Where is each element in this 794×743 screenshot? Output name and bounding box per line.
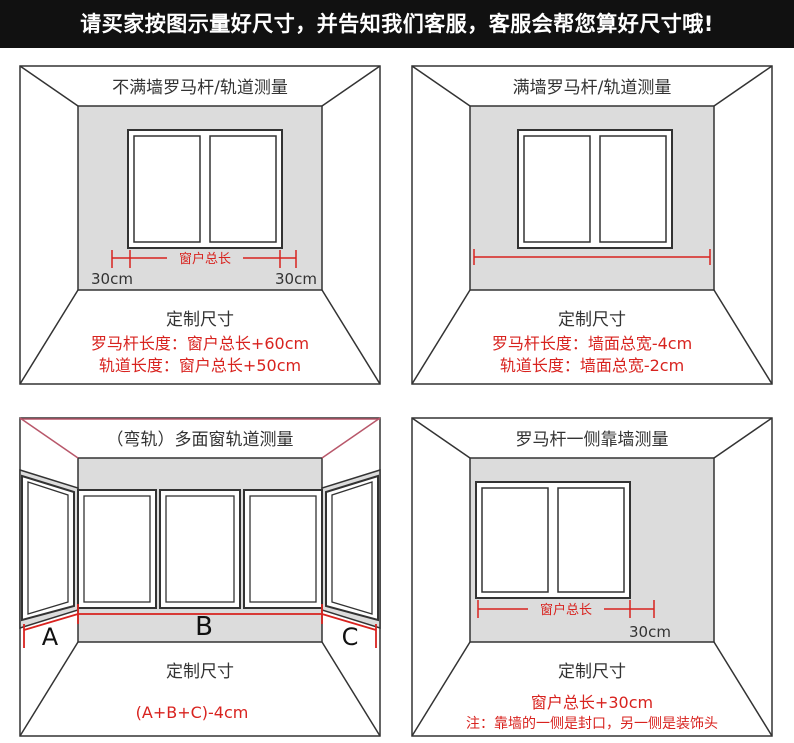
- label-b: B: [195, 612, 213, 642]
- spec-line-1: 窗户总长+30cm: [531, 693, 653, 712]
- spec-line-2: 注：靠墙的一侧是封口，另一侧是装饰头: [466, 716, 718, 732]
- ceiling-edge: [19, 417, 79, 459]
- measure-label: 窗户总长: [540, 602, 592, 618]
- spec-line-1: 罗马杆长度：窗户总长+60cm: [91, 334, 309, 353]
- section-title: 定制尺寸: [558, 310, 626, 330]
- label-a: A: [42, 623, 59, 651]
- panel-bay-window: （弯轨）多面窗轨道测量 A B C 定制尺寸 (A+B+C)-4cm: [19, 417, 381, 737]
- left-side-window: [21, 474, 75, 622]
- spec-line-2: 轨道长度：窗户总长+50cm: [99, 356, 301, 375]
- corner-line: [19, 641, 79, 737]
- panel-title: （弯轨）多面窗轨道测量: [107, 430, 294, 450]
- right-extra-label: 30cm: [629, 623, 671, 641]
- corner-line: [713, 641, 773, 737]
- corner-line: [321, 289, 381, 385]
- corner-line: [713, 289, 773, 385]
- banner-title: 请买家按图示量好尺寸，并告知我们客服，客服会帮您算好尺寸哦!: [0, 0, 794, 48]
- corner-line: [411, 641, 471, 737]
- right-extra-label: 30cm: [275, 270, 317, 288]
- spec-line-2: 轨道长度：墙面总宽-2cm: [500, 356, 684, 375]
- measure-label: 窗户总长: [179, 251, 231, 267]
- panel-title: 罗马杆一侧靠墙测量: [516, 430, 669, 450]
- corner-line: [411, 417, 471, 459]
- label-c: C: [342, 623, 359, 651]
- corner-line: [19, 65, 79, 107]
- section-title: 定制尺寸: [558, 662, 626, 682]
- panel-one-side-wall: 罗马杆一侧靠墙测量 窗户总长 30cm 定制尺寸 窗户总长+30cm 注：靠墙的…: [411, 417, 773, 737]
- spec-line-1: 罗马杆长度：墙面总宽-4cm: [492, 334, 692, 353]
- panel-full-wall: 满墙罗马杆/轨道测量 定制尺寸 罗马杆长度：墙面总宽-4cm 轨道长度：墙面总宽…: [411, 65, 773, 385]
- panel-partial-wall: 不满墙罗马杆/轨道测量 窗户总长 30cm 30cm 定制尺寸 罗马杆长度：窗户…: [19, 65, 381, 385]
- corner-line: [321, 641, 381, 737]
- front-windows: [77, 489, 323, 609]
- panel-title: 满墙罗马杆/轨道测量: [513, 78, 672, 98]
- measure-line: [23, 604, 377, 648]
- corner-line: [411, 289, 471, 385]
- ceiling-edge: [321, 417, 381, 459]
- window: [475, 481, 631, 599]
- window: [517, 129, 673, 249]
- panel-title: 不满墙罗马杆/轨道测量: [112, 78, 288, 98]
- right-side-window: [325, 474, 379, 622]
- corner-line: [713, 65, 773, 107]
- measure-line: [473, 249, 711, 265]
- corner-line: [713, 417, 773, 459]
- window: [127, 129, 283, 249]
- corner-line: [411, 65, 471, 107]
- section-title: 定制尺寸: [166, 662, 234, 682]
- corner-line: [321, 65, 381, 107]
- corner-line: [19, 289, 79, 385]
- formula-line: (A+B+C)-4cm: [136, 703, 249, 722]
- section-title: 定制尺寸: [166, 310, 234, 330]
- left-extra-label: 30cm: [91, 270, 133, 288]
